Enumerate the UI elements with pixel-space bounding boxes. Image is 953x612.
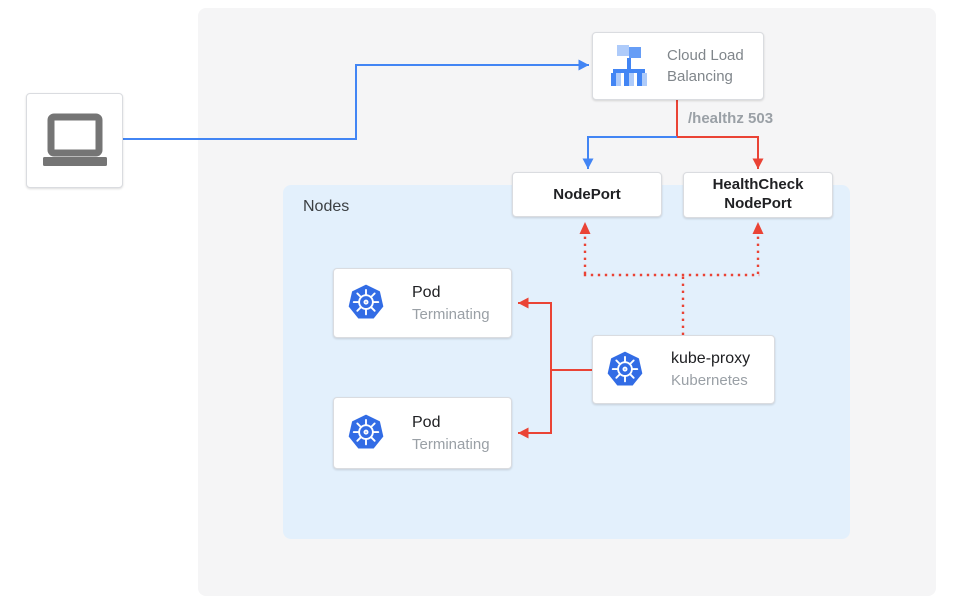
kubernetes-icon bbox=[346, 413, 386, 453]
healthcheck-nodeport-card: HealthCheck NodePort bbox=[683, 172, 833, 218]
pod-title: Pod bbox=[412, 413, 441, 431]
pod-card-1: Pod Terminating bbox=[333, 268, 512, 338]
healthz-status-label: /healthz 503 bbox=[688, 110, 774, 127]
pod-card-2: Pod Terminating bbox=[333, 397, 512, 469]
cloud-load-balancing-label: Cloud Load Balancing bbox=[667, 47, 744, 85]
clb-to-nodeport-line bbox=[582, 136, 677, 169]
cloud-load-balancing-card: Cloud Load Balancing bbox=[592, 32, 764, 100]
dotted-arrowhead-nodeport bbox=[579, 222, 591, 234]
dotted-arrowhead-healthcheck bbox=[752, 222, 764, 234]
kubernetes-icon bbox=[605, 350, 645, 390]
kube-proxy-title: kube-proxy bbox=[671, 350, 751, 367]
client-to-clb-line bbox=[123, 59, 589, 140]
client-device-card bbox=[26, 93, 123, 188]
kubeproxy-healthcheck-dotted-lines bbox=[583, 235, 760, 335]
nodeport-card: NodePort bbox=[512, 172, 662, 217]
healthcheck-nodeport-label: HealthCheck NodePort bbox=[712, 176, 804, 212]
clb-to-healthcheck-nodeport-line bbox=[677, 136, 764, 169]
nodeport-label: NodePort bbox=[553, 186, 621, 203]
kube-proxy-card: kube-proxy Kubernetes bbox=[592, 335, 775, 404]
kube-proxy-subtitle: Kubernetes bbox=[671, 372, 748, 389]
kubeproxy-to-pods-trunk-line bbox=[550, 303, 592, 433]
nodes-panel-label: Nodes bbox=[303, 198, 350, 215]
laptop-icon bbox=[42, 113, 107, 169]
pod-status: Terminating bbox=[412, 305, 490, 323]
load-balancer-icon bbox=[607, 45, 651, 87]
kubernetes-icon bbox=[346, 283, 386, 323]
pod-title: Pod bbox=[412, 283, 441, 301]
pod-status: Terminating bbox=[412, 435, 490, 453]
